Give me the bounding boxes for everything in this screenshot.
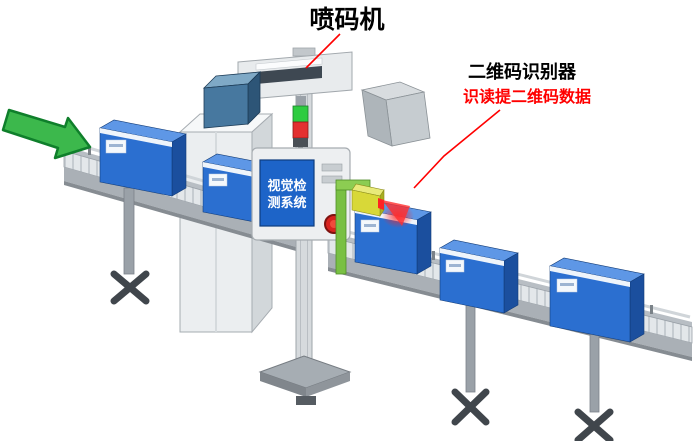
box-label-print (560, 283, 574, 286)
product-box-4 (439, 239, 519, 314)
machine-part-front (361, 89, 393, 147)
hmi-button-row (321, 163, 343, 172)
machine-part (360, 81, 431, 147)
box-side (629, 273, 645, 343)
conveyor-right-leg (589, 323, 600, 413)
conveyor-left-near-rail (64, 167, 296, 247)
box-strip (203, 162, 265, 179)
conveyor-right-leg (465, 295, 476, 393)
box-label-print (449, 264, 461, 267)
box-label-print (109, 144, 123, 147)
hmi-button-row (321, 175, 343, 184)
box-label-print (364, 224, 376, 227)
guide-post (88, 146, 91, 155)
box-side (503, 252, 519, 314)
box-strip (440, 248, 504, 266)
sensor-emitter (378, 198, 384, 210)
screen-text-line2: 测系统 (267, 195, 306, 210)
sensor-beam (382, 200, 410, 226)
tower-red-light (292, 121, 309, 139)
screen-text-line1: 视觉检 (267, 178, 306, 193)
printhead-front (203, 83, 249, 129)
title-label: 喷码机 (309, 6, 384, 34)
stand-foot-pad (296, 396, 316, 405)
annotations (305, 33, 501, 189)
conveyor-left-leg (123, 187, 135, 275)
box-strip (550, 266, 630, 287)
tower-base (293, 138, 308, 147)
conveyor-right-foot (574, 408, 614, 441)
annotation-line-printer (305, 33, 341, 69)
box-label-print (212, 178, 224, 181)
conveyor-left-foot (110, 270, 150, 305)
product-box-1 (99, 119, 187, 197)
qr-sensor-body (351, 189, 381, 217)
product-box-5 (549, 257, 645, 343)
beam-slot-light (255, 57, 323, 71)
pole-cap (292, 47, 316, 57)
hmi-panel: 视觉检 测系统 (251, 147, 351, 241)
conveyor-left-edge (64, 181, 296, 251)
stand-base-left (260, 372, 306, 397)
box-side (416, 211, 432, 275)
tower-green-light (292, 105, 309, 123)
qr-reader-label: 二维码识别器 (468, 61, 577, 82)
conveyor-right-foot (451, 388, 490, 426)
sensor-assembly (335, 179, 414, 275)
flow-arrow (1, 108, 92, 160)
box-strip (100, 128, 172, 147)
sensor-bracket-vertical (335, 185, 347, 275)
printer-beam (237, 51, 353, 101)
hmi-screen (259, 159, 315, 227)
conveyor-right-edge (328, 267, 692, 361)
machine-part-right (385, 91, 431, 147)
qr-reader-desc: 识读提二维码数据 (463, 87, 591, 106)
tower-bracket (296, 96, 306, 106)
printhead (202, 71, 262, 129)
stand-base-right (306, 372, 350, 397)
box-side (171, 133, 187, 197)
guide-post (650, 305, 653, 314)
guide-post (432, 251, 435, 260)
annotation-line-qr (413, 109, 501, 189)
beam-slot-dark (256, 66, 322, 84)
